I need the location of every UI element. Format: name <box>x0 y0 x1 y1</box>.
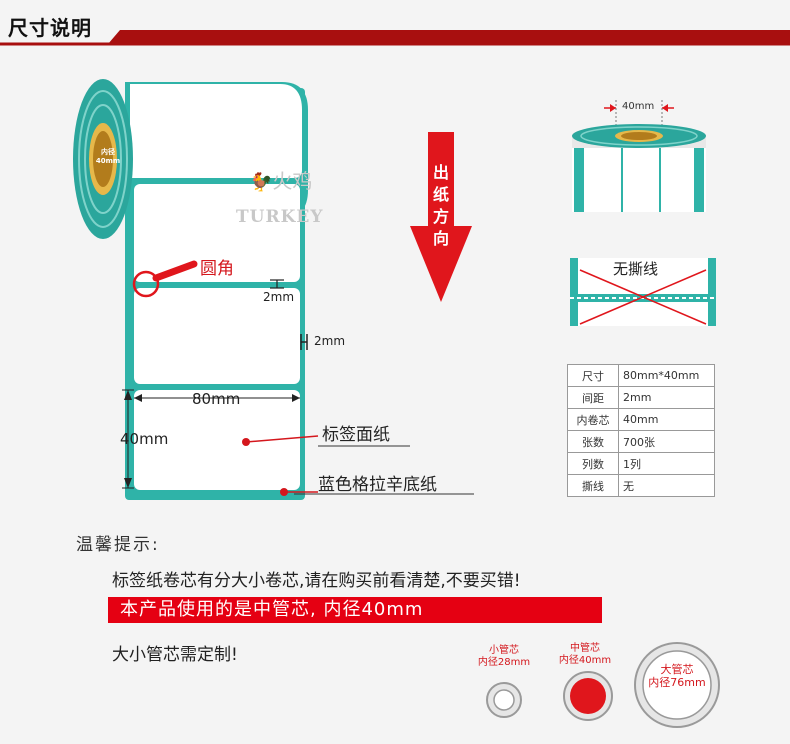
core-small-label: 小管芯内径28mm <box>477 645 531 668</box>
backing-underline <box>294 493 474 495</box>
no-tear-diagram <box>570 258 716 326</box>
height-dimension-label: 40mm <box>120 430 169 448</box>
label-roll-diagram <box>73 79 319 500</box>
backing-caption: 蓝色格拉辛底纸 <box>318 475 437 495</box>
no-tear-label: 无撕线 <box>611 258 661 279</box>
label-face-caption: 标签面纸 <box>322 425 390 445</box>
page-title: 尺寸说明 <box>8 16 92 40</box>
width-dimension-label: 80mm <box>192 390 241 408</box>
label-face-underline <box>318 445 410 447</box>
core-size-label: 内径 40mm <box>95 148 121 165</box>
small-core-icon <box>486 682 522 718</box>
paper-direction-arrow <box>410 132 472 302</box>
roll-photo <box>572 100 706 212</box>
watermark-text: TURKEY <box>236 207 324 227</box>
core-width-label: 40mm <box>622 101 655 112</box>
tips-title: 温馨提示: <box>76 535 160 555</box>
large-core-icon <box>634 642 720 728</box>
gap-size-label: 2mm <box>263 290 295 304</box>
tips-line-3: 大小管芯需定制! <box>112 645 238 665</box>
core-notice-banner: 本产品使用的是中管芯, 内径40mm <box>108 597 602 623</box>
header-accent-shape <box>0 30 790 46</box>
rounded-corner-label: 圆角 <box>200 259 234 279</box>
header-bar: 尺寸说明 <box>0 0 790 50</box>
medium-core-icon <box>563 671 613 721</box>
core-medium-label: 中管芯内径40mm <box>558 643 612 666</box>
side-gap-label: 2mm <box>314 334 346 348</box>
watermark-logo: 🐓火鸡 <box>250 169 313 193</box>
core-large-label: 大管芯内径76mm <box>648 663 706 689</box>
paper-direction-text: 出 纸 方 向 <box>432 163 449 248</box>
table-row: 撕线无 <box>567 474 715 497</box>
tips-line-1: 标签纸卷芯有分大小卷芯,请在购买前看清楚,不要买错! <box>112 571 521 591</box>
